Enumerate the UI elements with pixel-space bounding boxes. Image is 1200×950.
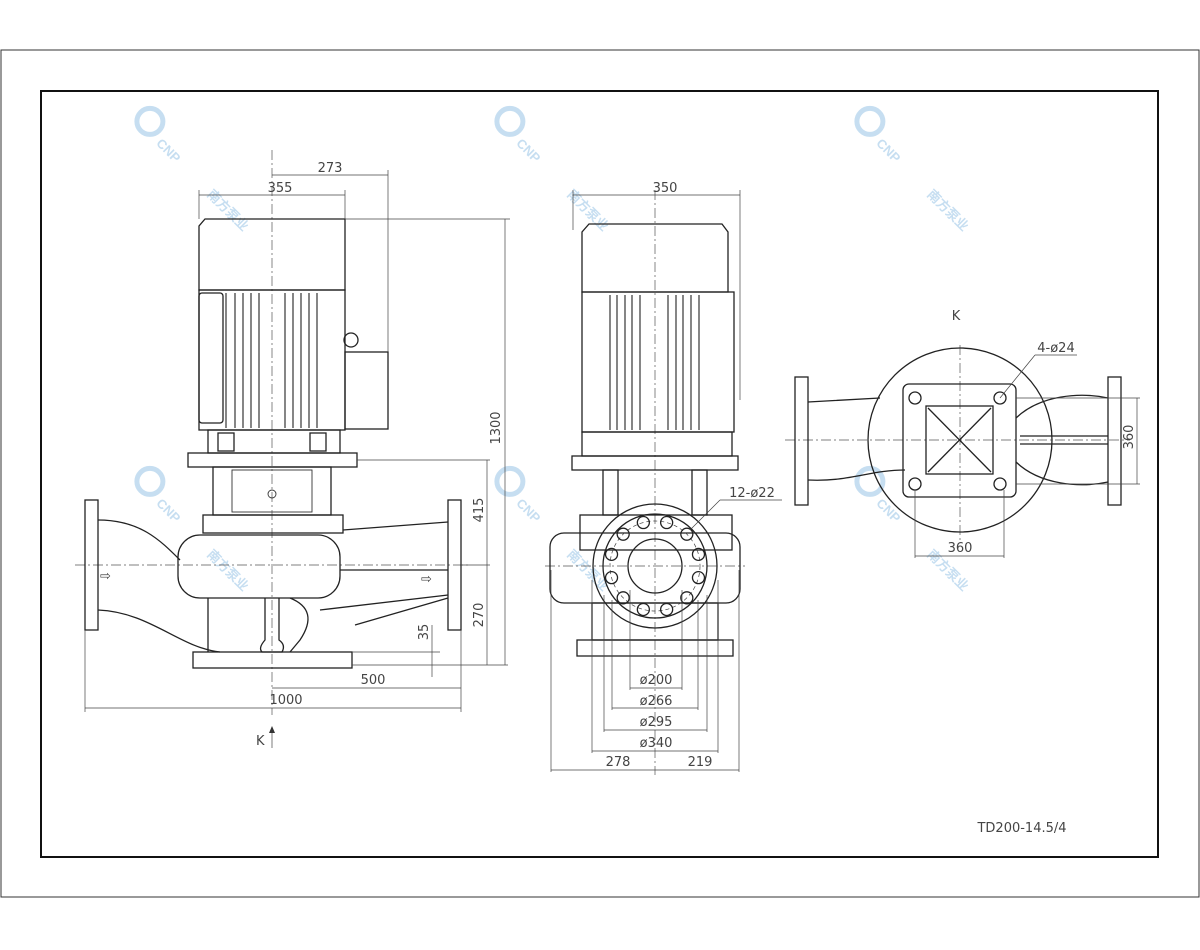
outlet-flange-face [592, 503, 718, 629]
dim-1000: 1000 [269, 693, 302, 708]
watermark-logo: CNP 南方泵业 [494, 105, 612, 234]
dim-219: 219 [688, 755, 713, 770]
svg-text:CNP: CNP [513, 496, 543, 526]
model-number: TD200-14.5/4 [976, 821, 1066, 836]
mounting-plate [902, 383, 1017, 498]
view-arrow-icon [269, 726, 275, 733]
dim-360-vertical: 360 [1122, 425, 1137, 450]
svg-text:CNP: CNP [153, 136, 183, 166]
dim-360-horizontal: 360 [948, 541, 973, 556]
bolt-hole [691, 547, 706, 562]
svg-text:CNP: CNP [513, 136, 543, 166]
outlet-pipe [319, 521, 449, 626]
inlet-arrow-icon: ⇨ [100, 569, 111, 584]
svg-text:南方泵业: 南方泵业 [564, 186, 611, 233]
watermark-logo: CNP 南方泵业 [134, 465, 252, 594]
outer-border [0, 49, 1200, 898]
bolt-hole [616, 591, 630, 605]
side-view: 12-ø22 350 ø200 ø266 ø295 ø340 278 219 [545, 181, 782, 775]
svg-text:南方泵业: 南方泵业 [924, 186, 971, 233]
dim-d295: ø295 [640, 715, 673, 730]
bolt-hole [659, 602, 674, 617]
front-view: ⇨ ⇨ 273 355 1300 415 270 35 500 1000 K [75, 150, 510, 749]
volute-outline [867, 347, 1053, 533]
dim-1300: 1300 [489, 411, 504, 444]
dim-350: 350 [653, 181, 678, 196]
svg-text:南方泵业: 南方泵业 [204, 186, 251, 233]
dim-35: 35 [417, 624, 432, 641]
bolt-hole [636, 515, 651, 530]
svg-text:CNP: CNP [153, 496, 183, 526]
dim-273: 273 [318, 161, 343, 176]
k-view: K 4-ø24 360 360 [785, 309, 1140, 558]
svg-text:南方泵业: 南方泵业 [204, 546, 251, 593]
watermark-logo: CNP 南方泵业 [854, 105, 972, 234]
outlet-arrow-icon: ⇨ [421, 572, 432, 587]
dim-500: 500 [361, 673, 386, 688]
dim-278: 278 [606, 755, 631, 770]
flange-bolt-holes [604, 515, 706, 617]
inlet-pipe [97, 519, 221, 653]
motor-fins [225, 293, 318, 428]
pump-base [192, 651, 353, 669]
bolt-hole [659, 515, 674, 530]
motor-flange [187, 452, 358, 468]
flange-bore [627, 538, 683, 594]
view-arrow-label: K [256, 734, 265, 749]
bolt-hole [680, 591, 694, 605]
bolt-hole [616, 527, 630, 541]
bolt-hole [680, 527, 694, 541]
inlet-flange [84, 499, 99, 631]
bolt-callout-12: 12-ø22 [729, 486, 775, 501]
dim-d200: ø200 [640, 673, 673, 688]
dim-355: 355 [268, 181, 293, 196]
bolt-hole [691, 570, 706, 585]
svg-text:CNP: CNP [873, 496, 903, 526]
side-base [576, 639, 734, 657]
watermark-logo: CNP 南方泵业 [134, 105, 252, 234]
bolt-hole [636, 602, 651, 617]
bolt-hole [604, 570, 619, 585]
volute [177, 534, 341, 599]
bolt-callout-4: 4-ø24 [1037, 341, 1074, 356]
dim-d340: ø340 [640, 736, 673, 751]
k-view-label: K [952, 309, 961, 324]
dim-415: 415 [472, 498, 487, 523]
dim-d266: ø266 [640, 694, 673, 709]
eye-bolt [343, 332, 359, 348]
outlet-flange-k [1107, 376, 1122, 506]
drawing-frame [40, 90, 1159, 858]
svg-text:CNP: CNP [873, 136, 903, 166]
dim-270: 270 [472, 603, 487, 628]
terminal-box [344, 351, 389, 430]
bolt-hole [604, 547, 619, 562]
inlet-flange-k [794, 376, 809, 506]
